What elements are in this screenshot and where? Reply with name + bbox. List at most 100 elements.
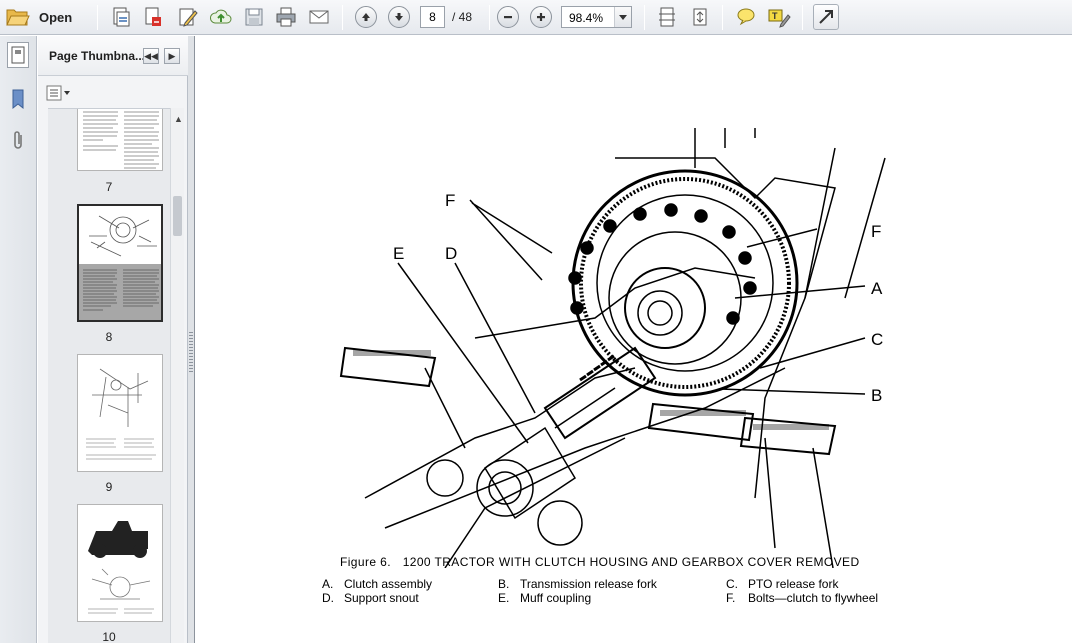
zoom-in-button[interactable]	[530, 6, 552, 28]
expand-panel-icon[interactable]: ▶	[164, 48, 180, 64]
thumbnail-page-10[interactable]	[77, 504, 163, 622]
figure-caption: Figure 6. 1200 TRACTOR WITH CLUTCH HOUSI…	[340, 555, 860, 569]
separator	[97, 5, 98, 30]
next-page-icon	[395, 13, 403, 21]
separator	[644, 5, 645, 30]
edit-button[interactable]	[175, 4, 201, 30]
thumbnail-page-9[interactable]	[77, 354, 163, 472]
zoom-select[interactable]: 98.4%	[561, 6, 632, 28]
next-page-button[interactable]	[388, 6, 410, 28]
collapse-panel-icon[interactable]: ◀◀	[143, 48, 159, 64]
thumbnail-scrollbar[interactable]: ▲	[170, 108, 184, 643]
legend-key: E.	[498, 591, 510, 605]
legend-item: B. Transmission release fork	[498, 577, 657, 591]
zoom-value: 98.4%	[569, 11, 604, 25]
bookmarks-tab[interactable]	[7, 86, 29, 112]
open-button[interactable]: Open	[5, 4, 83, 30]
create-pdf-button[interactable]	[108, 4, 134, 30]
prev-page-button[interactable]	[355, 6, 377, 28]
svg-text:T: T	[772, 11, 778, 21]
tractor-clutch-illustration: F F E D A C B	[339, 128, 886, 568]
thumbnail-label: 7	[105, 180, 113, 194]
legend-text: PTO release fork	[748, 577, 839, 591]
highlight-icon: T	[768, 9, 791, 28]
email-icon	[309, 10, 329, 24]
scrollbar-thumb[interactable]	[173, 196, 182, 236]
upload-button[interactable]	[208, 4, 234, 30]
options-menu-icon	[46, 85, 70, 101]
legend-key: C.	[726, 577, 738, 591]
create-pdf-icon	[113, 7, 130, 27]
legend-text: Bolts—clutch to flywheel	[748, 591, 879, 605]
comment-icon	[737, 8, 755, 26]
panel-splitter[interactable]	[188, 36, 194, 643]
separator	[802, 5, 803, 30]
scroll-up-icon[interactable]: ▲	[174, 114, 183, 124]
fit-page-button[interactable]	[687, 4, 713, 30]
page-preview	[86, 368, 156, 460]
zoom-out-button[interactable]	[497, 6, 519, 28]
thumbnail-list: 7 8	[48, 108, 170, 643]
page-preview	[83, 111, 159, 169]
figure-title: 1200 TRACTOR WITH CLUTCH HOUSING AND GEA…	[402, 555, 860, 569]
chevron-down-icon[interactable]	[614, 7, 631, 27]
figure-number: Figure 6.	[340, 555, 391, 569]
callout-b: B	[871, 386, 882, 405]
legend-key: D.	[322, 591, 334, 605]
thumbnails-tab[interactable]	[7, 42, 29, 68]
folder-open-icon	[6, 9, 30, 26]
toolbar: Open	[0, 0, 1072, 35]
fit-width-button[interactable]	[654, 4, 680, 30]
expand-icon	[819, 10, 833, 24]
open-label: Open	[39, 9, 73, 25]
fit-page-icon	[693, 8, 707, 26]
thumbnail-panel-header: Page Thumbna... ◀◀ ▶	[38, 36, 188, 76]
legend-text: Muff coupling	[520, 591, 592, 605]
callout-c: C	[871, 330, 883, 349]
zoom-in-icon	[537, 13, 545, 21]
legend-text: Transmission release fork	[520, 577, 657, 591]
attachments-tab[interactable]	[7, 128, 29, 154]
save-button[interactable]	[241, 4, 267, 30]
page-number-input[interactable]: 8	[420, 6, 445, 28]
zoom-out-icon	[504, 16, 512, 19]
export-pdf-button[interactable]	[140, 4, 166, 30]
callout-f-left: F	[445, 191, 455, 210]
document-view[interactable]: F F E D A C B Figure 6. 1200 TRACTOR WIT…	[194, 36, 1072, 643]
splitter-grip[interactable]	[189, 332, 193, 372]
legend-item: D.Support snout	[322, 591, 419, 605]
callout-e: E	[393, 244, 404, 263]
legend-item: C. PTO release fork	[726, 577, 838, 591]
legend-text: Clutch assembly	[344, 577, 433, 591]
print-icon	[276, 7, 296, 27]
export-pdf-icon	[145, 7, 161, 26]
thumbnail-label: 8	[105, 330, 113, 344]
print-button[interactable]	[273, 4, 299, 30]
page-preview	[79, 206, 161, 320]
expand-button[interactable]	[813, 4, 839, 30]
thumbnail-label: 9	[105, 480, 113, 494]
thumbnail-page-8[interactable]	[77, 204, 163, 322]
thumbnail-page-7[interactable]	[77, 109, 163, 171]
thumbnail-panel-title: Page Thumbna...	[49, 49, 146, 63]
upload-icon	[209, 9, 232, 24]
separator	[342, 5, 343, 30]
comment-button[interactable]	[733, 4, 759, 30]
thumbnail-panel: Page Thumbna... ◀◀ ▶ 7	[38, 36, 188, 643]
thumbnail-label: 10	[102, 630, 116, 643]
legend-item: E. Muff coupling	[498, 591, 591, 605]
separator	[722, 5, 723, 30]
highlight-button[interactable]: T	[766, 4, 792, 30]
page-preview	[88, 521, 154, 614]
legend-item: F.Bolts—clutch to flywheel	[726, 591, 878, 605]
callout-a: A	[871, 279, 883, 298]
callout-d: D	[445, 244, 457, 263]
thumbnail-options-button[interactable]	[46, 84, 72, 102]
fit-width-icon	[659, 7, 675, 27]
edit-icon	[179, 8, 198, 27]
page-total: / 48	[452, 10, 473, 24]
legend-item: A. Clutch assembly	[322, 577, 432, 591]
legend-key: B.	[498, 577, 510, 591]
legend-key: A.	[322, 577, 334, 591]
email-button[interactable]	[306, 4, 332, 30]
